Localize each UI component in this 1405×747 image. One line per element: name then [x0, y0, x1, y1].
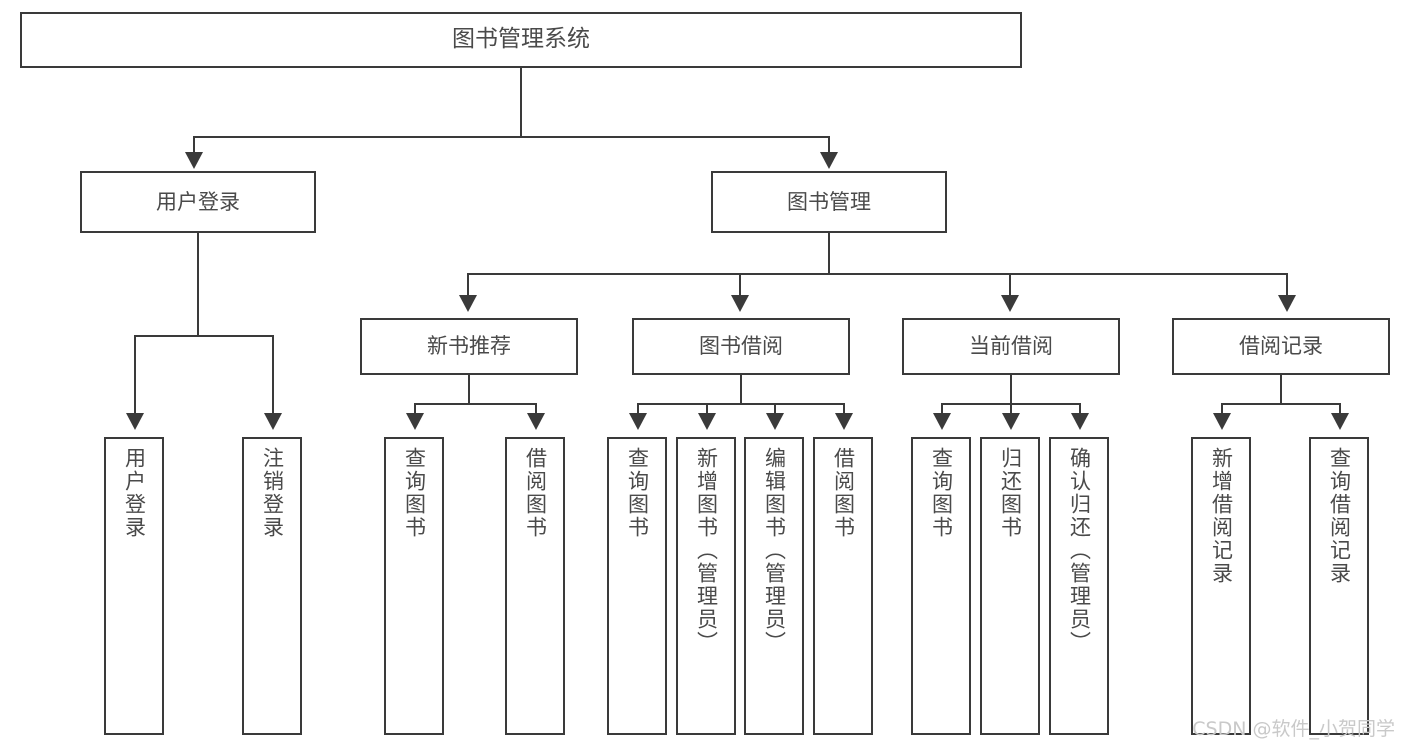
- arrow-book-manage-to-current-borrow: [1001, 295, 1019, 312]
- connector-root-to-user-login: [193, 136, 195, 154]
- node-label: 查询图书: [929, 447, 954, 539]
- connector-new-book-recommend-split-bar: [414, 403, 537, 405]
- node-leaf-return-book[interactable]: 归还图书: [980, 437, 1040, 735]
- connector-user-login-branch-1: [134, 335, 136, 415]
- arrow-current-borrow-leaf-1: [933, 413, 951, 430]
- connector-book-borrow-branch-3: [774, 403, 776, 415]
- node-label: 新增图书（管理员）: [694, 447, 719, 654]
- connector-current-borrow-branch-1: [941, 403, 943, 415]
- node-current-borrow[interactable]: 当前借阅: [902, 318, 1120, 375]
- connector-book-borrow-branch-4: [843, 403, 845, 415]
- connector-user-login-branch-2: [272, 335, 274, 415]
- connector-borrow-record-branch-2: [1339, 403, 1341, 415]
- arrow-user-login-leaf-1: [126, 413, 144, 430]
- connector-root-trunk: [520, 68, 522, 136]
- node-leaf-borrow-book-2[interactable]: 借阅图书: [813, 437, 873, 735]
- node-label: 借阅图书: [523, 447, 548, 539]
- node-label: 新书推荐: [427, 334, 511, 359]
- connector-book-borrow-branch-1: [637, 403, 639, 415]
- connector-current-borrow-branch-2: [1010, 403, 1012, 415]
- node-label: 编辑图书（管理员）: [762, 447, 787, 654]
- connector-current-borrow-branch-3: [1079, 403, 1081, 415]
- arrow-book-manage-to-book-borrow: [731, 295, 749, 312]
- node-label: 归还图书: [998, 447, 1023, 539]
- node-leaf-confirm-return[interactable]: 确认归还（管理员）: [1049, 437, 1109, 735]
- arrow-book-borrow-leaf-1: [629, 413, 647, 430]
- connector-book-manage-branch-1: [467, 273, 469, 297]
- node-new-book-recommend[interactable]: 新书推荐: [360, 318, 578, 375]
- watermark: CSDN @软件_小贺同学: [1192, 718, 1395, 740]
- node-label: 借阅记录: [1239, 334, 1323, 359]
- node-label: 新增借阅记录: [1209, 447, 1234, 585]
- node-book-manage[interactable]: 图书管理: [711, 171, 947, 233]
- connector-new-book-recommend-branch-1: [414, 403, 416, 415]
- arrow-borrow-record-leaf-2: [1331, 413, 1349, 430]
- node-label: 查询图书: [625, 447, 650, 539]
- node-leaf-query-book-3[interactable]: 查询图书: [911, 437, 971, 735]
- arrow-borrow-record-leaf-1: [1213, 413, 1231, 430]
- connector-borrow-record-split-bar: [1221, 403, 1341, 405]
- node-label: 注销登录: [260, 447, 285, 539]
- node-leaf-query-book-2[interactable]: 查询图书: [607, 437, 667, 735]
- node-label: 图书管理系统: [452, 26, 590, 53]
- arrow-root-to-user-login: [185, 152, 203, 169]
- connector-current-borrow-trunk: [1010, 375, 1012, 403]
- node-leaf-edit-book[interactable]: 编辑图书（管理员）: [744, 437, 804, 735]
- node-book-borrow[interactable]: 图书借阅: [632, 318, 850, 375]
- node-label: 图书借阅: [699, 334, 783, 359]
- connector-book-manage-trunk: [828, 233, 830, 273]
- arrow-new-book-recommend-leaf-1: [406, 413, 424, 430]
- connector-book-borrow-branch-2: [706, 403, 708, 415]
- node-user-login[interactable]: 用户登录: [80, 171, 316, 233]
- arrow-user-login-leaf-2: [264, 413, 282, 430]
- connector-root-to-book-manage: [828, 136, 830, 154]
- node-label: 用户登录: [122, 447, 147, 539]
- connector-new-book-recommend-branch-2: [535, 403, 537, 415]
- node-leaf-query-book-1[interactable]: 查询图书: [384, 437, 444, 735]
- node-root-system[interactable]: 图书管理系统: [20, 12, 1022, 68]
- node-leaf-add-record[interactable]: 新增借阅记录: [1191, 437, 1251, 735]
- node-label: 查询借阅记录: [1327, 447, 1352, 585]
- node-leaf-borrow-book-1[interactable]: 借阅图书: [505, 437, 565, 735]
- node-label: 查询图书: [402, 447, 427, 539]
- node-label: 确认归还（管理员）: [1067, 447, 1092, 654]
- arrow-book-borrow-leaf-2: [698, 413, 716, 430]
- arrow-book-borrow-leaf-4: [835, 413, 853, 430]
- connector-book-borrow-trunk: [740, 375, 742, 403]
- node-leaf-user-login[interactable]: 用户登录: [104, 437, 164, 735]
- arrow-root-to-book-manage: [820, 152, 838, 169]
- connector-borrow-record-branch-1: [1221, 403, 1223, 415]
- connector-book-manage-branch-4: [1286, 273, 1288, 297]
- arrow-new-book-recommend-leaf-2: [527, 413, 545, 430]
- node-borrow-record[interactable]: 借阅记录: [1172, 318, 1390, 375]
- node-label: 当前借阅: [969, 334, 1053, 359]
- node-leaf-query-record[interactable]: 查询借阅记录: [1309, 437, 1369, 735]
- arrow-book-manage-to-borrow-record: [1278, 295, 1296, 312]
- connector-new-book-recommend-trunk: [468, 375, 470, 403]
- connector-book-borrow-split-bar: [637, 403, 845, 405]
- connector-book-manage-branch-3: [1009, 273, 1011, 297]
- connector-borrow-record-trunk: [1280, 375, 1282, 403]
- node-leaf-add-book[interactable]: 新增图书（管理员）: [676, 437, 736, 735]
- arrow-book-manage-to-new-book-recommend: [459, 295, 477, 312]
- arrow-current-borrow-leaf-3: [1071, 413, 1089, 430]
- node-leaf-logout[interactable]: 注销登录: [242, 437, 302, 735]
- connector-user-login-split-bar: [134, 335, 274, 337]
- node-label: 图书管理: [787, 189, 871, 214]
- connector-user-login-trunk: [197, 233, 199, 335]
- connector-root-split-bar: [193, 136, 829, 138]
- arrow-current-borrow-leaf-2: [1002, 413, 1020, 430]
- node-label: 用户登录: [156, 189, 240, 214]
- arrow-book-borrow-leaf-3: [766, 413, 784, 430]
- connector-book-manage-branch-2: [739, 273, 741, 297]
- connector-book-manage-split-bar: [467, 273, 1287, 275]
- node-label: 借阅图书: [831, 447, 856, 539]
